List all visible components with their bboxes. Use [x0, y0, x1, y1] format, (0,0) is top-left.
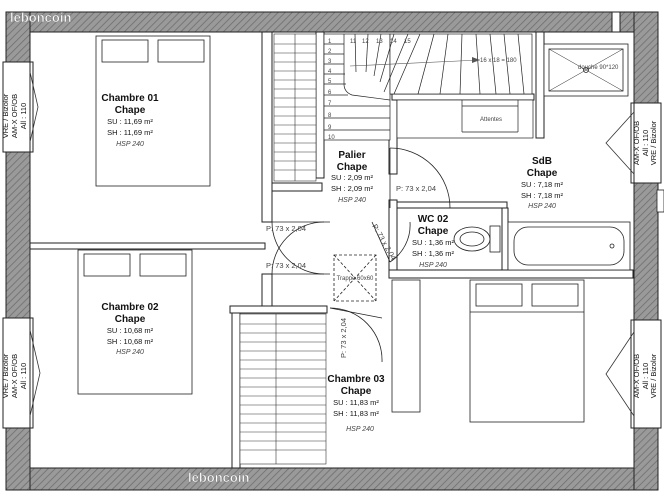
svg-text:7: 7: [328, 101, 332, 107]
svg-text:Chambre 01: Chambre 01: [101, 93, 159, 104]
svg-text:AM-X OF/OB: AM-X OF/OB: [10, 354, 19, 398]
svg-text:8: 8: [328, 113, 332, 119]
svg-text:SH : 11,69 m²: SH : 11,69 m²: [107, 128, 153, 137]
svg-text:14: 14: [390, 39, 397, 45]
svg-text:Palier: Palier: [338, 150, 365, 161]
svg-text:SH : 7,18 m²: SH : 7,18 m²: [521, 191, 564, 200]
svg-text:SH : 2,09 m²: SH : 2,09 m²: [331, 184, 374, 193]
bed-chambre03: [469, 279, 585, 423]
trappe: [333, 254, 377, 302]
toilet: [453, 225, 501, 253]
svg-text:2: 2: [328, 49, 332, 55]
svg-text:Chambre 02: Chambre 02: [101, 302, 159, 313]
svg-text:Chape: Chape: [418, 226, 449, 237]
svg-text:WC 02: WC 02: [418, 214, 449, 225]
svg-text:All : 110: All : 110: [641, 363, 650, 390]
vanity-unit: [396, 99, 534, 139]
room-label-palier: Palier Chape SU : 2,09 m² SH : 2,09 m² H…: [331, 150, 374, 204]
svg-text:Chape: Chape: [115, 105, 146, 116]
svg-text:11: 11: [350, 39, 357, 45]
window-label-right-bottom: AM-X OF/OB All : 110 VRE / Bizolor: [632, 353, 658, 398]
svg-text:6: 6: [328, 90, 332, 96]
svg-text:3: 3: [328, 59, 332, 65]
svg-text:VRE / Bizolor: VRE / Bizolor: [1, 93, 10, 138]
svg-text:VRE / Bizolor: VRE / Bizolor: [649, 120, 658, 165]
room-label-sdb: SdB Chape SU : 7,18 m² SH : 7,18 m² HSP …: [521, 156, 564, 210]
door-swings: [271, 147, 451, 363]
svg-text:Chape: Chape: [115, 314, 146, 325]
svg-text:HSP 240: HSP 240: [419, 262, 447, 269]
watermark-bottom: leboncoin: [188, 470, 249, 485]
bathtub: [507, 221, 631, 271]
door-label-chambre01: P: 73 x 2,04: [266, 224, 306, 233]
svg-text:HSP 240: HSP 240: [116, 141, 144, 148]
svg-text:13: 13: [376, 39, 383, 45]
svg-text:HSP 240: HSP 240: [346, 426, 374, 433]
wardrobe-chambre01: [273, 33, 317, 182]
douche-label: douche 90*120: [578, 65, 619, 71]
nightstand-chambre03: [391, 279, 421, 413]
svg-text:SU : 11,69 m²: SU : 11,69 m²: [107, 117, 153, 126]
svg-text:5: 5: [328, 79, 332, 85]
svg-text:AM-X OF/OB: AM-X OF/OB: [632, 354, 641, 398]
svg-text:HSP 240: HSP 240: [338, 197, 366, 204]
watermark-top: leboncoin: [10, 10, 71, 25]
stair-label: 16 x 18 = 180: [480, 58, 517, 64]
svg-text:All : 110: All : 110: [19, 103, 28, 130]
svg-text:9: 9: [328, 125, 332, 131]
staircase: [323, 33, 533, 141]
window-openings: [2, 61, 662, 429]
room-label-chambre-02: Chambre 02 Chape SU : 10,68 m² SH : 10,6…: [101, 302, 159, 356]
svg-text:Chambre 03: Chambre 03: [327, 374, 385, 385]
svg-text:12: 12: [362, 39, 369, 45]
svg-text:VRE / Bizolor: VRE / Bizolor: [1, 353, 10, 398]
svg-text:Chape: Chape: [341, 386, 372, 397]
svg-text:15: 15: [404, 39, 411, 45]
room-label-wc-02: WC 02 Chape SU : 1,36 m² SH : 1,36 m² HS…: [412, 214, 455, 269]
svg-text:1: 1: [328, 39, 332, 45]
svg-text:SU : 2,09 m²: SU : 2,09 m²: [331, 173, 374, 182]
window-label-left-top: VRE / Bizolor AM-X OF/OB All : 110: [1, 93, 28, 138]
stair-step-numbers: 1 2 3 4 5 6 7 8 9 10 11 12 13 14 15: [328, 39, 411, 141]
bed-chambre02: [77, 249, 193, 395]
svg-text:SU : 7,18 m²: SU : 7,18 m²: [521, 180, 564, 189]
svg-text:HSP 240: HSP 240: [116, 349, 144, 356]
trappe-label: Trappe 60x60: [337, 276, 374, 282]
door-label-chambre02: P: 73 x 2,04: [266, 261, 306, 270]
window-label-right-top: AM-X OF/OB All : 110 VRE / Bizolor: [632, 120, 658, 165]
svg-text:SH : 10,68 m²: SH : 10,68 m²: [107, 337, 154, 346]
svg-text:10: 10: [328, 135, 335, 141]
wardrobe-chambre03: [239, 313, 327, 465]
window-label-left-bottom: VRE / Bizolor AM-X OF/OB All : 110: [1, 353, 28, 398]
svg-text:AM-X OF/OB: AM-X OF/OB: [10, 94, 19, 138]
svg-text:HSP 240: HSP 240: [528, 203, 556, 210]
svg-text:Chape: Chape: [527, 168, 558, 179]
svg-text:SH : 11,83 m²: SH : 11,83 m²: [333, 409, 379, 418]
svg-text:All : 110: All : 110: [19, 363, 28, 390]
svg-text:SU : 1,36 m²: SU : 1,36 m²: [412, 238, 455, 247]
room-label-chambre-01: Chambre 01 Chape SU : 11,69 m² SH : 11,6…: [101, 93, 159, 148]
bed-chambre01: [95, 35, 211, 187]
svg-text:4: 4: [328, 69, 332, 75]
svg-text:SU : 11,83 m²: SU : 11,83 m²: [333, 398, 379, 407]
svg-text:SH : 1,36 m²: SH : 1,36 m²: [412, 249, 455, 258]
shower: [543, 43, 629, 97]
door-label-chambre03: P: 73 x 2,04: [339, 318, 348, 358]
svg-text:SU : 10,68 m²: SU : 10,68 m²: [107, 326, 154, 335]
attentes-label: Attentes: [480, 117, 502, 123]
svg-text:VRE / Bizolor: VRE / Bizolor: [649, 353, 658, 398]
svg-text:SdB: SdB: [532, 156, 552, 167]
svg-text:AM-X OF/OB: AM-X OF/OB: [632, 121, 641, 165]
room-label-chambre-03: Chambre 03 Chape SU : 11,83 m² SH : 11,8…: [327, 374, 385, 433]
door-label-sdb: P: 73 x 2,04: [396, 184, 436, 193]
svg-text:All : 110: All : 110: [641, 130, 650, 157]
svg-text:Chape: Chape: [337, 162, 368, 173]
